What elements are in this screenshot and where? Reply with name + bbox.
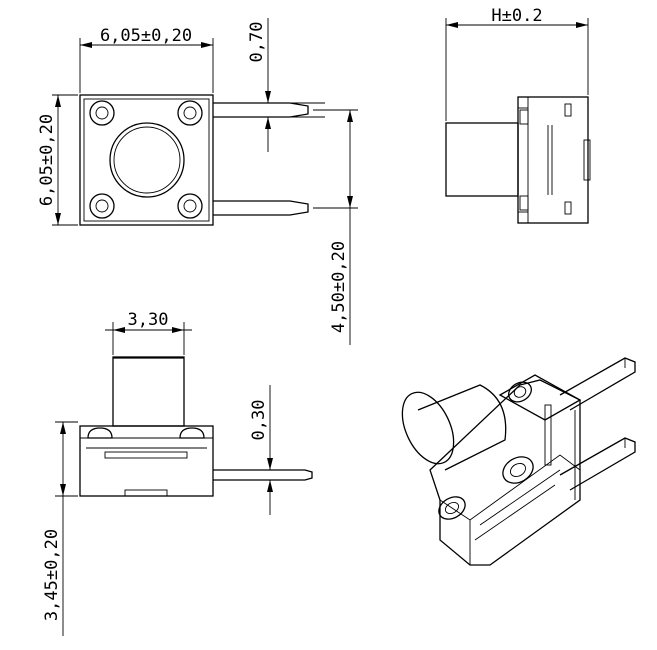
- side-view-actuator: [445, 122, 519, 197]
- dim-actuator-width: 3,30: [105, 310, 192, 355]
- dim-label-pin-spacing: 4,50±0,20: [329, 241, 349, 333]
- front-view-pin: [213, 469, 313, 481]
- dim-label-front-height: 3,45±0,20: [42, 529, 62, 621]
- dim-top-width: 6,05±0,20: [79, 26, 214, 93]
- front-view: [79, 356, 313, 497]
- side-view: [445, 96, 591, 224]
- front-view-body: [79, 425, 214, 497]
- top-view-pin-lower: [213, 200, 309, 216]
- front-view-actuator: [112, 356, 185, 427]
- dim-label-pin-thickness-top: 0,70: [247, 22, 267, 63]
- iso-pin-lower: [559, 437, 636, 491]
- dim-pin-thickness-front: 0,30: [249, 385, 285, 515]
- iso-actuator: [417, 384, 507, 471]
- top-view-actuator: [109, 122, 185, 198]
- top-view-corner-holes: [89, 100, 203, 219]
- iso-mounting-holes: [438, 381, 534, 520]
- dim-pin-thickness-top: 0,70: [247, 18, 325, 152]
- dim-front-height: 3,45±0,20: [42, 421, 78, 636]
- dim-top-height: 6,05±0,20: [37, 94, 78, 226]
- iso-pin-upper: [559, 357, 636, 411]
- isometric-view: [401, 357, 636, 566]
- top-view: [79, 94, 309, 226]
- top-view-body: [79, 94, 214, 226]
- side-view-body: [517, 96, 589, 224]
- top-view-pin-upper: [213, 102, 309, 118]
- dim-label-pin-thickness-front: 0,30: [249, 400, 269, 441]
- dim-label-top-height: 6,05±0,20: [37, 114, 57, 206]
- dim-label-top-width: 6,05±0,20: [100, 26, 192, 46]
- dim-label-actuator-width: 3,30: [128, 310, 169, 330]
- dim-label-side-width: H±0.2: [491, 6, 542, 26]
- iso-body: [429, 379, 581, 566]
- dim-side-width: H±0.2: [445, 6, 589, 121]
- iso-actuator-top: [401, 391, 455, 465]
- dim-pin-spacing: 4,50±0,20: [313, 109, 358, 345]
- top-view-inner-body: [83, 98, 210, 222]
